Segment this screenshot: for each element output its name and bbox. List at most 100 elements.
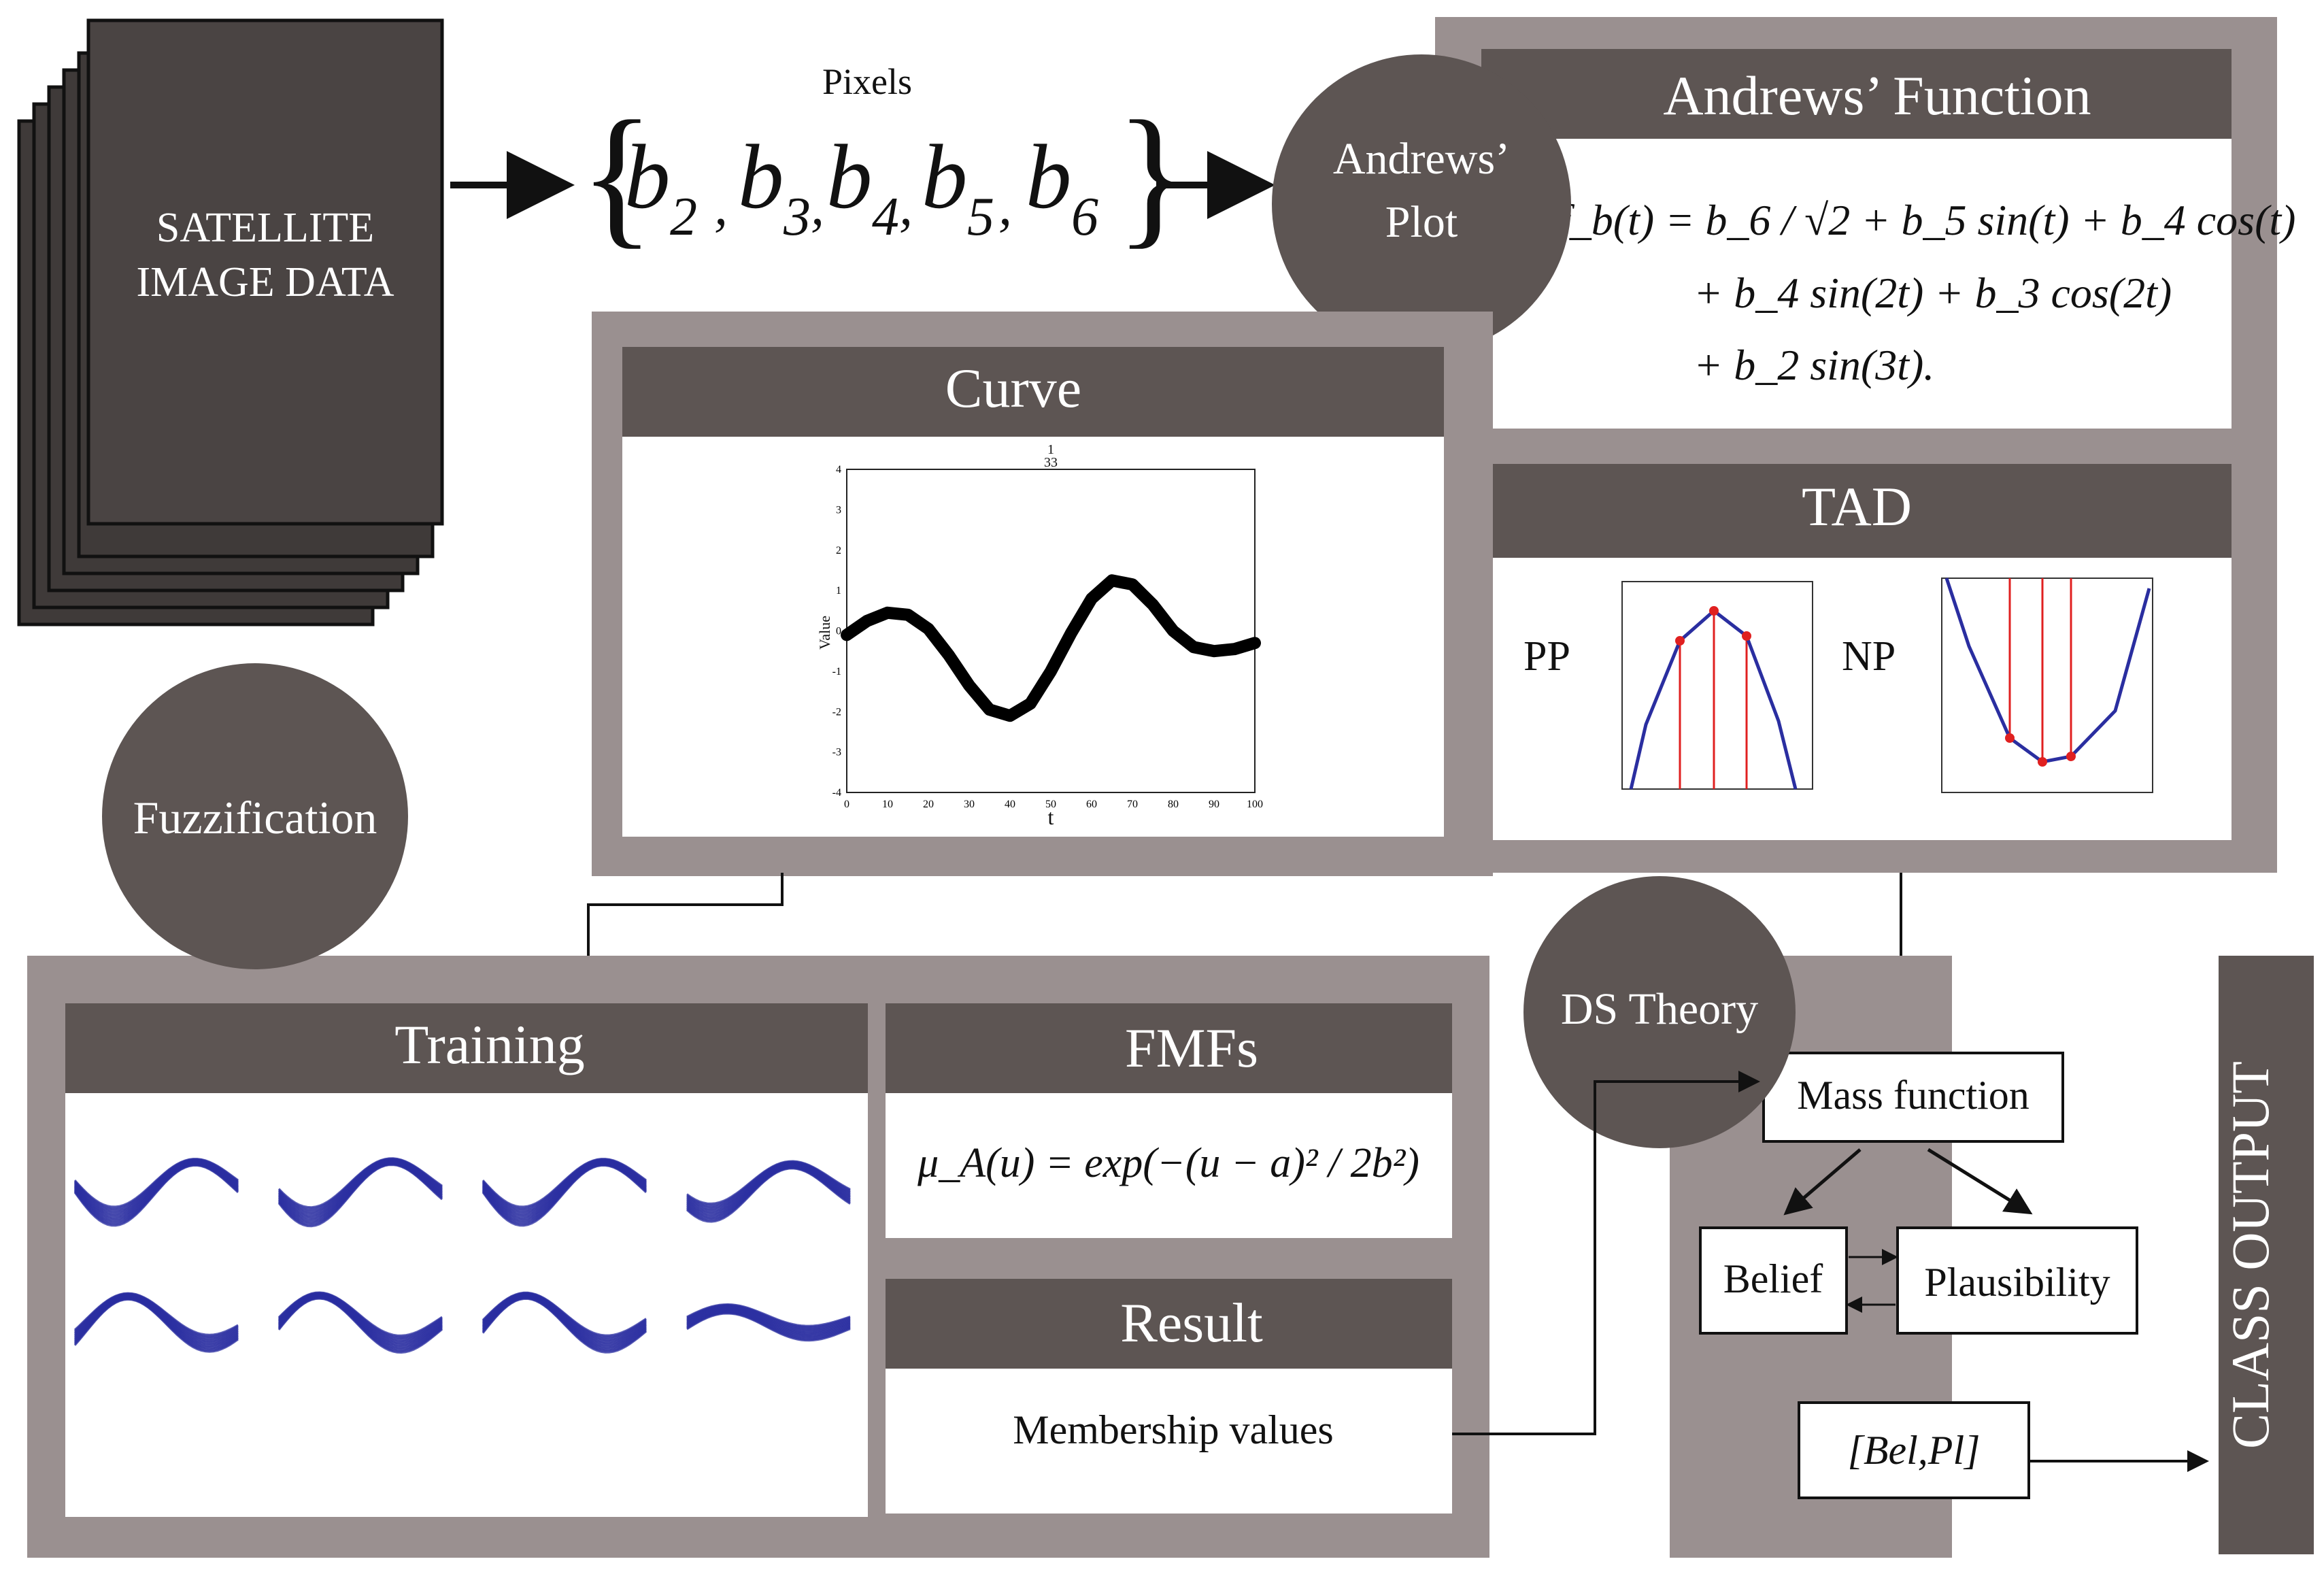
- class-output-bar: [2219, 956, 2314, 1554]
- result-header: [886, 1279, 1452, 1369]
- pixel-b3-sub: 3: [783, 187, 811, 247]
- andrews-formula-line1: f_b(t) = b_6 / √2 + b_5 sin(t) + b_4 cos…: [1557, 196, 2295, 244]
- result-body: [886, 1369, 1452, 1514]
- curve-ytick-label: 2: [836, 545, 841, 556]
- curve-ytick-label: 1: [836, 585, 841, 597]
- curve-ytick-label: 3: [836, 504, 841, 516]
- curve-xtick-label: 40: [1005, 799, 1015, 810]
- curve-xtick-label: 20: [923, 799, 934, 810]
- pixel-b5-sub: 5: [967, 187, 994, 247]
- arrow-mass-to-plausibility: [1927, 1148, 2033, 1215]
- curve-plot-frame: [846, 469, 1256, 793]
- pixel-b2: b: [624, 127, 671, 228]
- pixels-label: Pixels: [822, 61, 912, 102]
- training-waves: [73, 1157, 851, 1354]
- training-body: [65, 1093, 868, 1517]
- curve-title: Curve: [945, 357, 1081, 419]
- fmfs-body: [886, 1093, 1452, 1238]
- arrow-result-to-mass: [1452, 1071, 1760, 1435]
- pixel-b3: b: [738, 127, 784, 228]
- pixel-b4: b: [826, 127, 873, 228]
- curve-xtick-label: 30: [964, 799, 975, 810]
- mass-function-label: Mass function: [1797, 1073, 2030, 1118]
- satellite-label-line2: IMAGE DATA: [136, 259, 394, 305]
- curve-plot-title-top: 1: [1047, 442, 1054, 457]
- mass-function-box: [1762, 1052, 2064, 1143]
- andrews-function-header: [1481, 49, 2232, 139]
- curve-header: [622, 347, 1444, 437]
- curve-xtick-label: 50: [1045, 799, 1056, 810]
- training-curve: [482, 1297, 647, 1354]
- curve-ylabel: Value: [816, 616, 833, 650]
- curve-xtick-label: 90: [1209, 799, 1219, 810]
- curve-xtick-label: 60: [1086, 799, 1097, 810]
- training-title: Training: [394, 1014, 584, 1075]
- tad-title: TAD: [1802, 475, 1912, 537]
- arrow-curve-to-training: [577, 873, 784, 995]
- curve-xtick-label: 10: [882, 799, 893, 810]
- training-curve: [482, 1165, 647, 1227]
- pixel-b6: b: [1026, 127, 1072, 228]
- andrews-function-title: Andrews’ Function: [1663, 65, 2091, 127]
- andrews-function-body: [1481, 139, 2232, 429]
- andrews-plot-line1: Andrews’: [1333, 134, 1510, 184]
- belief-label: Belief: [1723, 1256, 1823, 1301]
- pixel-b5: b: [922, 127, 968, 228]
- curve-ytick-label: 4: [836, 464, 841, 475]
- training-curve: [686, 1312, 851, 1342]
- right-brace: }: [1115, 88, 1190, 262]
- training-curve: [277, 1164, 443, 1228]
- satellite-label-line1: SATELLITE: [156, 205, 374, 251]
- fmfs-formula: μ_A(u) = exp(−(u − a)² / 2b²): [917, 1140, 1419, 1186]
- andrews-formula-line2: + b_4 sin(2t) + b_3 cos(2t): [1694, 269, 2172, 317]
- training-header: [65, 1003, 868, 1093]
- curve-ytick-label: -1: [832, 666, 841, 678]
- tad-pp-plot: [1621, 581, 1813, 790]
- fmfs-header: [886, 1003, 1452, 1093]
- pixel-b2-sub: 2: [670, 187, 697, 247]
- curve-xtick-label: 80: [1168, 799, 1179, 810]
- fuzzification-label: Fuzzification: [133, 792, 377, 843]
- curve-series-line: [841, 574, 1261, 722]
- curve-ytick-label: -4: [832, 787, 841, 799]
- plausibility-label: Plausibility: [1924, 1260, 2110, 1305]
- bel-pl-label: [Bel,Pl]: [1848, 1428, 1981, 1473]
- curve-ytick-label: -3: [832, 747, 841, 758]
- satellite-image-stack: SATELLITE IMAGE DATA: [17, 18, 444, 626]
- training-curve: [686, 1167, 851, 1223]
- pixel-b4-sub: 4: [872, 187, 899, 247]
- tad-np-plot: [1941, 578, 2153, 793]
- training-curve: [73, 1165, 239, 1227]
- left-brace: {: [579, 88, 654, 262]
- tad-header: [1481, 464, 2232, 558]
- curve-ytick-label: -2: [832, 706, 841, 718]
- belief-box: [1699, 1226, 1848, 1335]
- tad-pp-label: PP: [1523, 633, 1570, 680]
- arrow-mass-to-belief: [1783, 1148, 1862, 1216]
- comma-3: ,: [899, 177, 913, 237]
- tad-np-label: NP: [1842, 633, 1896, 680]
- curve-xtick-label: 100: [1247, 799, 1263, 810]
- plausibility-box: [1896, 1226, 2138, 1335]
- curve-xtick-label: 70: [1127, 799, 1138, 810]
- andrews-formula-line3: + b_2 sin(3t).: [1694, 341, 1934, 389]
- result-text: Membership values: [1013, 1407, 1334, 1452]
- andrews-plot-circle: [1272, 54, 1571, 354]
- curve-xlabel: t: [1048, 805, 1054, 829]
- pixel-b6-sub: 6: [1071, 187, 1098, 247]
- comma-2: ,: [811, 177, 824, 237]
- pixels-vector: Pixels { b 2 , b 3 , b 4 , b 5 , b 6 }: [579, 61, 1190, 262]
- training-curve: [277, 1297, 443, 1354]
- curve-ytick-label: 0: [836, 626, 841, 637]
- result-title: Result: [1120, 1292, 1263, 1354]
- bel-pl-box: [1798, 1401, 2030, 1499]
- comma-4: ,: [998, 177, 1012, 237]
- fuzzification-circle: [102, 663, 408, 969]
- curve-xtick-label: 0: [844, 799, 849, 810]
- fmfs-title: FMFs: [1125, 1017, 1258, 1079]
- class-output-label: CLASS OUTPUT: [2221, 1061, 2280, 1449]
- training-curve: [73, 1298, 239, 1353]
